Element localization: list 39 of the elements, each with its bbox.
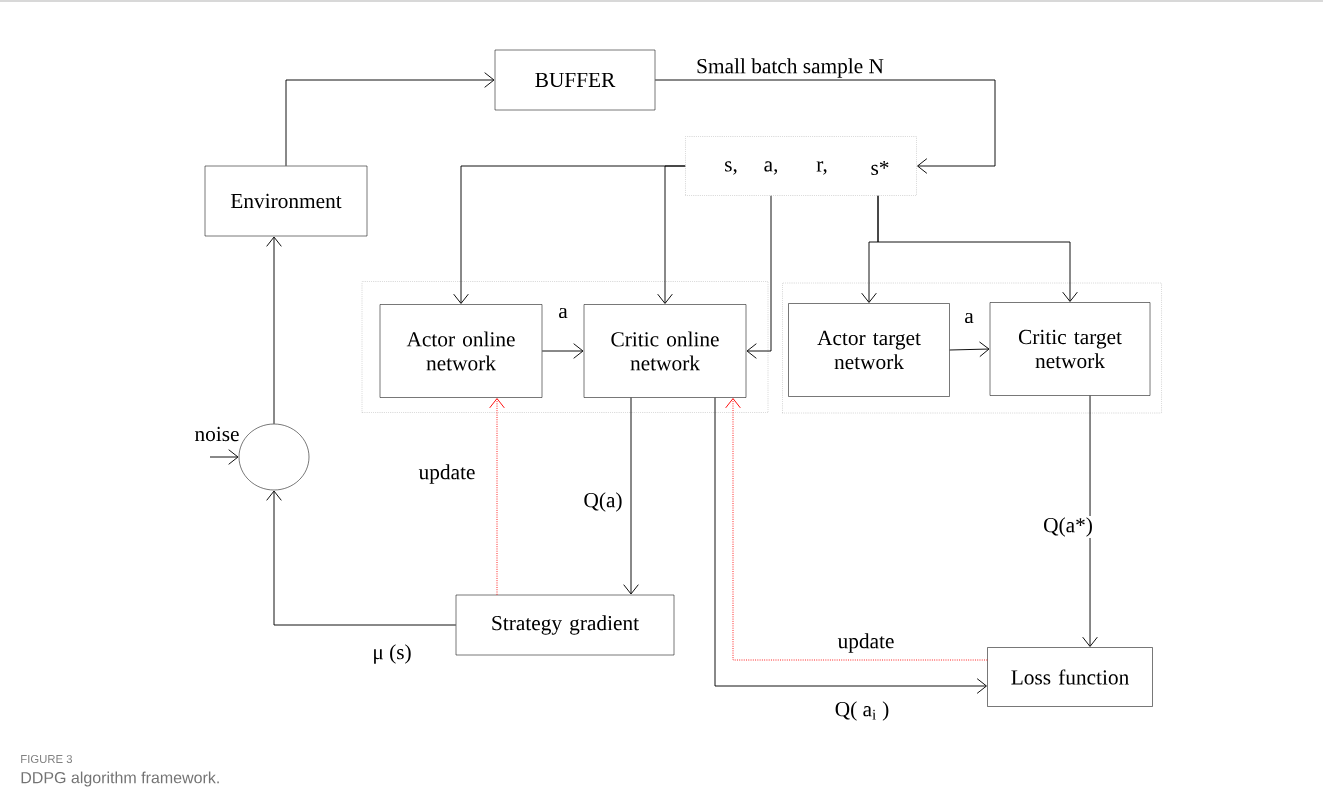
arrow (657, 165, 686, 304)
arrow (877, 195, 1078, 302)
caption: DDPG algorithm framework. (21, 771, 219, 787)
edge-label: a (962, 311, 976, 325)
arrow (209, 449, 239, 465)
group-box (361, 281, 769, 413)
sample-box: s, a, r, s* (685, 136, 917, 196)
edge-label: a (556, 306, 570, 320)
edge-label: Q(a) (582, 491, 624, 513)
arrow (746, 195, 772, 359)
group-box (782, 282, 1162, 414)
arrow (489, 398, 505, 596)
process-box: Loss function (987, 647, 1153, 707)
process-box: Actor target network (788, 303, 950, 397)
arrow (266, 490, 457, 626)
process-box: Actor online network (379, 304, 543, 398)
arrow (623, 397, 639, 595)
process-box: Critic target network (989, 302, 1151, 396)
edge-label: Q(a*) (1041, 516, 1095, 538)
edge-label: update (836, 632, 896, 654)
edge-label: update (417, 463, 477, 485)
arrow (654, 79, 996, 174)
process-box: Environment (204, 165, 368, 237)
arrow (266, 236, 282, 425)
arrow (541, 343, 584, 359)
arrow (725, 398, 988, 661)
edge-label: noise (193, 425, 241, 443)
edge-label: Q( a$_{i}$ ) (833, 700, 891, 722)
edge-label: μ (s) (371, 643, 413, 665)
arrow (714, 397, 987, 694)
arrow (949, 341, 990, 358)
process-box: BUFFER (494, 49, 656, 111)
arrow (285, 72, 495, 167)
process-box: Strategy gradient (455, 594, 675, 656)
edge-label: Small batch sample N (694, 57, 886, 79)
arrow (1082, 395, 1098, 647)
process-box: Critic online network (583, 304, 747, 398)
summing-circle (238, 423, 310, 491)
figure-number: FIGURE 3 (21, 755, 73, 763)
